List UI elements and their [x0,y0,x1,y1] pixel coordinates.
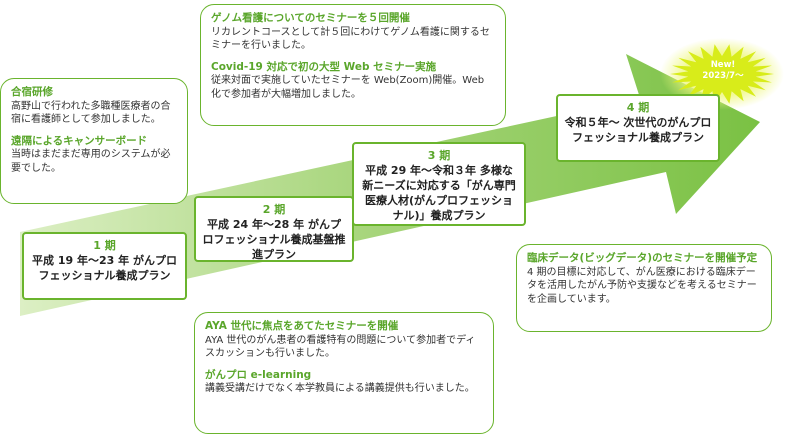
callout-phase-2: AYA 世代に焦点をあてたセミナーを開催 AYA 世代のがん患者の看護特有の問題… [194,312,494,434]
callout-phase-1: 合宿研修 高野山で行われた多職種医療者の合宿に看護師として参加しました。 遠隔に… [0,78,188,204]
callout-phase-3: ゲノム看護についてのセミナーを５回開催 リカレントコースとして計５回にわけてゲノ… [200,4,506,126]
callout-4-title-1: 臨床データ(ビッグデータ)のセミナーを開催予定 [527,252,758,264]
callout-2-title-1: AYA 世代に焦点をあてたセミナーを開催 [205,320,399,332]
new-badge-label: New! [710,60,736,70]
stage-box-1: 1 期 平成 19 年〜23 年 がんプロフェッショナル養成プラン [22,232,187,300]
callout-2-title-2: がんプロ e-learning [205,368,312,381]
callout-phase-4: 臨床データ(ビッグデータ)のセミナーを開催予定 4 期の目標に対応して、がん医療… [516,244,772,332]
new-badge: New! 2023/7〜 [676,60,770,82]
stage-3-detail: 平成 29 年〜令和３年 多様な新ニーズに対応する「がん専門医療人材(がんプロフ… [362,164,516,222]
stage-2-phase: 2 期 [262,203,286,216]
stage-box-4: 4 期 令和５年〜 次世代のがんプロフェッショナル養成プラン [556,94,720,162]
callout-2-body-2: 講義受講だけでなく本学教員による講義提供も行いました。 [205,383,475,394]
stage-1-detail: 平成 19 年〜23 年 がんプロフェッショナル養成プラン [32,254,177,282]
callout-2-body-1: AYA 世代のがん患者の看護特有の問題について参加者でディスカッションも行いまし… [205,334,476,360]
new-badge-date: 2023/7〜 [702,71,744,81]
stage-2-detail: 平成 24 年〜28 年 がんプロフェッショナル養成基盤推進プラン [202,218,346,261]
callout-1-body-1: 高野山で行われた多職種医療者の合宿に看護師として参加しました。 [11,100,171,126]
stage-box-3: 3 期 平成 29 年〜令和３年 多様な新ニーズに対応する「がん専門医療人材(が… [352,142,526,226]
stage-1-phase: 1 期 [93,239,116,252]
callout-3-body-1: リカレントコースとして計５回にわけてゲノム看護に関するセミナーを行いました。 [211,26,490,52]
callout-1-title-2: 遠隔によるキャンサーボード [11,134,148,147]
callout-1-title-1: 合宿研修 [11,86,53,98]
stage-4-detail: 令和５年〜 次世代のがんプロフェッショナル養成プラン [564,116,712,144]
callout-3-title-1: ゲノム看護についてのセミナーを５回開催 [211,12,410,24]
stage-box-2: 2 期 平成 24 年〜28 年 がんプロフェッショナル養成基盤推進プラン [194,196,354,262]
new-starburst-icon [660,38,784,110]
stage-3-phase: 3 期 [427,149,451,162]
callout-3-title-2: Covid-19 対応で初の大型 Web セミナー実施 [211,60,437,73]
callout-3-body-2: 従来対面で実施していたセミナーを Web(Zoom)開催。Web 化で参加者が大… [211,75,485,100]
stage-4-phase: 4 期 [626,101,650,114]
callout-4-body-1: 4 期の目標に対応して、がん医療における臨床データを活用したがん予防や支援などを… [527,266,757,305]
callout-1-body-2: 当時はまだまだ専用のシステムが必要でした。 [11,149,171,174]
